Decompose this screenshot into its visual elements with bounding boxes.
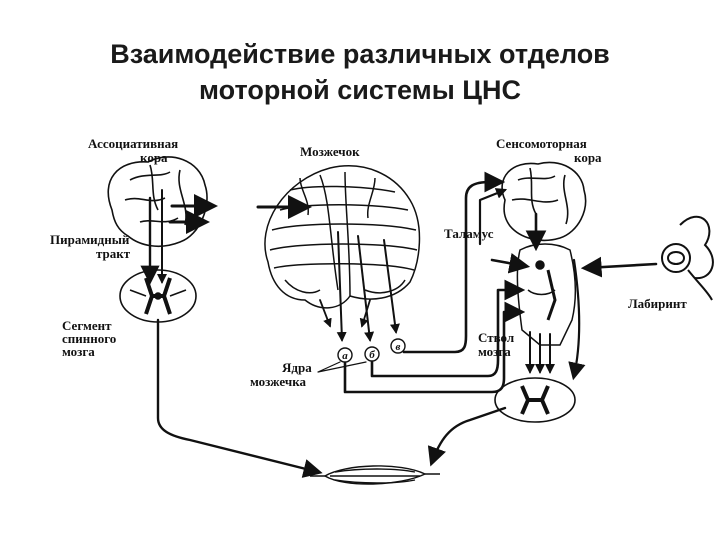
label-nuclei-2: мозжечка <box>250 374 306 389</box>
arrow-nucleus-b-to-brainstem <box>370 279 526 378</box>
title-line-2: моторной системы ЦНС <box>199 75 521 105</box>
label-cerebellum: Мозжечок <box>300 144 360 159</box>
label-spinal-3: мозга <box>62 344 95 359</box>
title-line-1: Взаимодействие различных отделов <box>110 39 610 69</box>
cerebellum-structure <box>264 165 421 309</box>
label-sensorimotor-2: кора <box>574 150 602 165</box>
label-assoc-cortex-2: кора <box>140 150 168 165</box>
label-nuclei-1: Ядра <box>282 360 312 375</box>
cerebellar-nuclei: а б в <box>337 338 406 363</box>
pathways <box>140 171 658 478</box>
arrow-thalamus-feedback <box>490 252 531 274</box>
label-pyramidal-2: тракт <box>96 246 131 261</box>
label-spinal-1: Сегмент <box>62 318 112 333</box>
label-brainstem-1: Ствол <box>478 330 514 345</box>
nucleus-b: б <box>364 346 380 362</box>
arrow-labyrinth-to-brainstem <box>580 256 658 278</box>
spinal-segment-left <box>119 269 197 323</box>
arrow-spinal-in-1 <box>319 299 332 328</box>
arrow-spinal-in-2 <box>359 299 371 328</box>
association-cortex-brain <box>107 156 208 248</box>
nucleus-a-label: а <box>342 350 348 362</box>
nucleus-c-label: в <box>396 341 401 353</box>
label-brainstem-2: мозга <box>478 344 511 359</box>
label-pyramidal-1: Пирамидный <box>50 232 130 247</box>
label-sensorimotor-1: Сенсомоторная <box>496 136 587 151</box>
nucleus-b-label: б <box>369 349 375 361</box>
arrow-brainstem-right-loop <box>568 258 586 381</box>
nucleus-a: а <box>337 347 353 363</box>
arrow-to-nucleus-c <box>383 239 400 334</box>
label-spinal-2: спинного <box>62 331 116 346</box>
brainstem-structure <box>516 243 577 346</box>
label-assoc-cortex-1: Ассоциативная <box>88 136 178 151</box>
arrow-thalamus-upward <box>478 188 508 246</box>
muscle-structure <box>310 465 440 485</box>
nucleus-c: в <box>390 338 406 354</box>
spinal-segment-right <box>494 377 576 423</box>
arrow-to-nucleus-a <box>336 231 347 342</box>
arrow-nucleus-a-to-brainstem <box>343 301 526 394</box>
arrow-right-spinal-to-muscle <box>427 406 507 467</box>
label-thalamus: Таламус <box>444 226 494 241</box>
arrow-spinal-to-muscle <box>156 318 323 478</box>
nuclei-label-pointer <box>317 361 367 373</box>
sensorimotor-cortex-brain <box>501 161 587 242</box>
page-title: Взаимодействие различных отделов моторно… <box>0 36 720 108</box>
labyrinth-structure <box>661 215 714 301</box>
label-labyrinth: Лабиринт <box>628 296 687 311</box>
diagram-labels: Ассоциативная кора Мозжечок Сенсомоторна… <box>50 136 687 389</box>
arrow-nucleus-c-to-thalamus <box>402 171 506 354</box>
